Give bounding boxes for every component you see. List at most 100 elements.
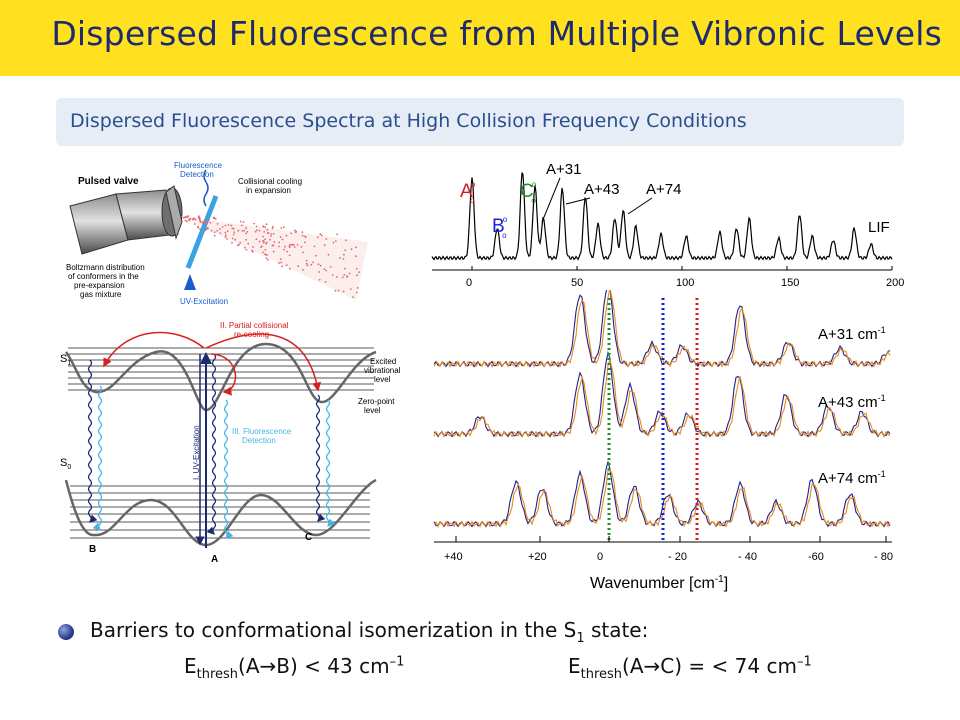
gas-molecule-dot bbox=[264, 253, 266, 255]
gas-molecule-dot bbox=[278, 262, 280, 264]
boltzmann-label-3: pre-expansion bbox=[74, 281, 125, 290]
cooling-label-1: Collisional cooling bbox=[238, 177, 302, 186]
gas-molecule-dot bbox=[253, 222, 256, 225]
gas-molecule-dot bbox=[285, 234, 288, 237]
gas-molecule-dot bbox=[285, 264, 288, 266]
fluorescence-detection-label-1: III. Fluorescence bbox=[232, 427, 292, 436]
gas-molecule-dot bbox=[352, 296, 354, 298]
gas-molecule-dot bbox=[334, 289, 337, 292]
gas-molecule-dot bbox=[219, 228, 221, 230]
gas-molecule-dot bbox=[264, 249, 267, 251]
subtitle-text: Dispersed Fluorescence Spectra at High C… bbox=[70, 110, 747, 132]
gas-molecule-dot bbox=[313, 245, 316, 248]
gas-molecule-dot bbox=[342, 290, 345, 293]
df-tick-label: 0 bbox=[597, 551, 603, 563]
gas-molecule-dot bbox=[337, 289, 340, 292]
gas-molecule-dot bbox=[296, 244, 299, 246]
excited-level-label-3: level bbox=[374, 375, 391, 384]
gas-molecule-dot bbox=[290, 232, 293, 235]
gas-molecule-dot bbox=[237, 229, 240, 232]
gas-molecule-dot bbox=[356, 274, 358, 277]
gas-molecule-dot bbox=[241, 230, 244, 232]
gas-molecule-dot bbox=[264, 226, 266, 228]
recool-label-2: re-cooling bbox=[234, 330, 269, 339]
gas-molecule-dot bbox=[279, 258, 282, 261]
gas-molecule-dot bbox=[355, 255, 357, 258]
gas-molecule-dot bbox=[239, 241, 242, 244]
gas-molecule-dot bbox=[269, 238, 271, 241]
laser-beam bbox=[185, 195, 219, 269]
gas-molecule-dot bbox=[323, 268, 326, 270]
gas-molecule-dot bbox=[345, 239, 347, 242]
gas-molecule-dot bbox=[232, 233, 235, 236]
lif-label: LIF bbox=[868, 219, 890, 236]
gas-molecule-dot bbox=[272, 244, 275, 246]
df-tick-label: - 40 bbox=[738, 551, 757, 563]
a43-leader bbox=[565, 197, 591, 205]
gas-molecule-dot bbox=[334, 240, 337, 242]
gas-molecule-dot bbox=[267, 259, 269, 261]
gas-molecule-dot bbox=[221, 226, 224, 228]
gas-molecule-dot bbox=[331, 274, 334, 276]
gas-molecule-dot bbox=[247, 242, 250, 245]
gas-molecule-dot bbox=[270, 233, 273, 235]
gas-molecule-dot bbox=[245, 227, 248, 230]
gas-molecule-dot bbox=[357, 287, 359, 289]
gas-molecule-dot bbox=[216, 229, 219, 232]
gas-molecule-dot bbox=[293, 246, 296, 248]
df-trace-orange bbox=[433, 469, 891, 528]
gas-molecule-dot bbox=[314, 254, 317, 257]
gas-molecule-dot bbox=[227, 224, 230, 226]
gas-molecule-dot bbox=[272, 225, 274, 228]
gas-molecule-dot bbox=[207, 219, 210, 222]
gas-molecule-dot bbox=[286, 250, 288, 253]
recool-label-1: II. Partial collisional bbox=[220, 321, 289, 330]
recool-arrow-2 bbox=[205, 333, 322, 392]
bullet-area: Barriers to conformational isomerization… bbox=[58, 618, 938, 718]
gas-molecule-dot bbox=[272, 233, 275, 235]
uv-arrow-icon bbox=[184, 274, 196, 290]
gas-molecule-dot bbox=[292, 243, 295, 246]
gas-molecule-dot bbox=[204, 229, 207, 232]
zero-point-label-1: Zero-point bbox=[358, 397, 395, 406]
gas-molecule-dot bbox=[262, 241, 265, 244]
gas-molecule-dot bbox=[234, 238, 237, 241]
fluorescence-arrow-icon bbox=[203, 169, 209, 207]
gas-molecule-dot bbox=[183, 216, 185, 219]
gas-molecule-dot bbox=[310, 263, 313, 266]
gas-molecule-dot bbox=[258, 240, 261, 243]
gas-molecule-dot bbox=[323, 244, 326, 247]
gas-molecule-dot bbox=[243, 246, 246, 249]
gas-expansion-cone bbox=[180, 216, 368, 300]
well-a-label: A bbox=[211, 554, 218, 565]
gas-molecule-dot bbox=[226, 238, 228, 240]
well-b-label: B bbox=[89, 544, 96, 555]
gas-molecule-dot bbox=[300, 245, 303, 248]
gas-molecule-dot bbox=[344, 249, 347, 251]
gas-molecule-dot bbox=[304, 236, 307, 238]
gas-molecule-dot bbox=[332, 241, 335, 244]
gas-molecule-dot bbox=[184, 219, 187, 222]
gas-molecule-dot bbox=[251, 249, 253, 252]
gas-molecule-dot bbox=[213, 231, 216, 234]
gas-molecule-dot bbox=[344, 267, 346, 270]
lif-tick-label: 0 bbox=[466, 277, 472, 289]
gas-molecule-dot bbox=[194, 218, 197, 221]
gas-molecule-dot bbox=[348, 272, 351, 275]
gas-molecule-dot bbox=[358, 271, 360, 274]
gas-molecule-dot bbox=[256, 229, 258, 231]
gas-molecule-dot bbox=[289, 267, 291, 270]
gas-molecule-dot bbox=[193, 217, 196, 220]
gas-molecule-dot bbox=[226, 230, 229, 232]
gas-molecule-dot bbox=[210, 229, 213, 232]
gas-molecule-dot bbox=[335, 276, 338, 278]
gas-molecule-dot bbox=[203, 220, 206, 223]
gas-molecule-dot bbox=[319, 233, 322, 236]
df-trace-orange bbox=[433, 290, 891, 368]
gas-molecule-dot bbox=[355, 267, 358, 270]
boltzmann-label-1: Boltzmann distribution bbox=[66, 263, 145, 272]
gas-molecule-dot bbox=[187, 215, 190, 217]
